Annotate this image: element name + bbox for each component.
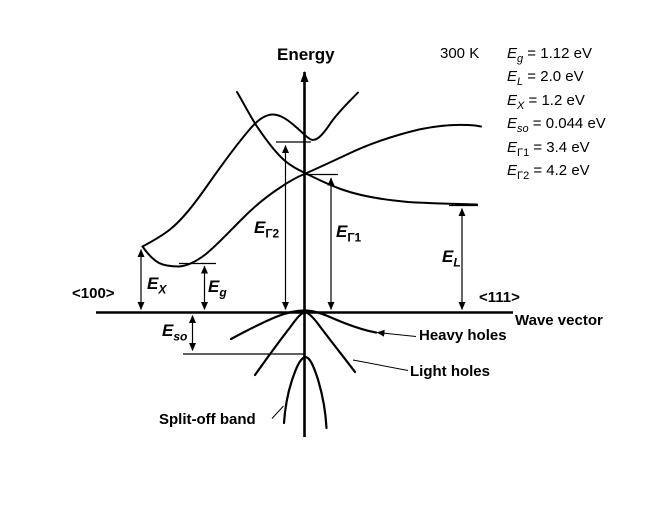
conduction-band-X-valley-curve: [141, 123, 482, 268]
eso-annotation: Eso: [162, 321, 188, 344]
heavy-holes-leader: [376, 329, 417, 337]
legend-item-eg: Eg = 1.12 eV: [507, 45, 592, 65]
heavy-hole-band-curve: [229, 309, 378, 341]
legend-item-el: EL = 2.0 eV: [507, 68, 584, 89]
eg-annotation: Eg: [208, 277, 227, 300]
direction-111-label: <111>: [479, 289, 520, 306]
temperature-label: 300 K: [440, 45, 480, 62]
light-holes-label: Light holes: [410, 363, 490, 380]
split-off-leader: [271, 405, 284, 419]
split-off-band-label: Split-off band: [159, 411, 256, 428]
direction-100-label: <100>: [72, 285, 115, 302]
legend-item-egamma2: EΓ2 = 4.2 eV: [507, 161, 590, 182]
light-hole-band-curve: [253, 310, 357, 377]
heavy-holes-label: Heavy holes: [419, 327, 507, 344]
wavevector-axis-label: Wave vector: [515, 312, 603, 329]
egamma2-annotation: EΓ2: [254, 218, 280, 241]
legend-item-ex: EX = 1.2 eV: [507, 91, 585, 112]
split-off-band-curve: [282, 355, 328, 430]
conduction-band-gamma1-to-L-curve: [236, 91, 478, 206]
conduction-band-upper-gamma2-curve: [141, 91, 359, 248]
egamma1-annotation: EΓ1: [336, 222, 362, 245]
energy-values-legend: Eg = 1.12 eV EL = 2.0 eV EX = 1.2 eV Eso…: [507, 42, 606, 182]
energy-axis-label: Energy: [277, 45, 335, 64]
legend-item-eso: Eso = 0.044 eV: [507, 115, 606, 136]
legend-item-egamma1: EΓ1 = 3.4 eV: [507, 138, 590, 159]
el-annotation: EL: [442, 247, 461, 270]
light-holes-leader: [352, 359, 409, 371]
ex-annotation: EX: [147, 274, 167, 297]
